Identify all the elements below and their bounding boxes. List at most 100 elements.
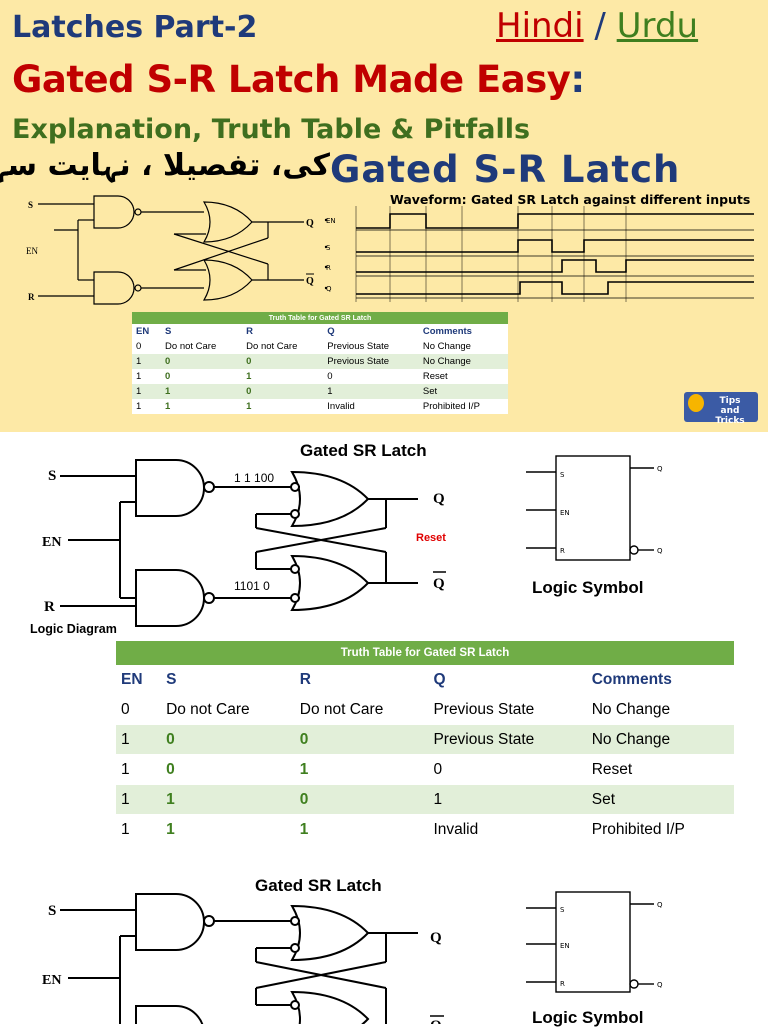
table-cell: 1: [294, 814, 429, 845]
banner-cell: Previous State: [323, 354, 419, 369]
urdu-description: کی، تفصیلا ، نہایت سہل، اور آ: [0, 148, 330, 183]
r-input-label: R: [44, 599, 55, 615]
s2-sym-q-label: Q: [657, 901, 663, 909]
banner-cell: 0: [242, 384, 324, 399]
table-cell: Previous State: [428, 724, 587, 755]
mini-r-label: R: [28, 292, 35, 302]
waveform-chart: EN S R Q: [324, 206, 754, 302]
s-input-label: S: [48, 468, 56, 484]
language-links: Hindi / Urdu: [496, 6, 698, 46]
s2-input-label: S: [48, 903, 56, 919]
banner-col-r: R: [246, 326, 254, 337]
banner-cell: Invalid: [327, 401, 355, 412]
banner-cell: Set: [418, 384, 508, 399]
main-title: Gated S-R Latch Made Easy:: [12, 58, 585, 101]
section2-title: Gated SR Latch: [255, 876, 382, 895]
truth-table-caption: Truth Table for Gated SR Latch: [116, 641, 734, 665]
hindi-link[interactable]: Hindi: [496, 6, 584, 46]
table-cell: 1: [428, 784, 587, 815]
banner-cell: Do not Care: [246, 341, 298, 352]
banner-cell: 1: [132, 354, 162, 369]
section1-title: Gated SR Latch: [300, 441, 427, 460]
main-title-colon: :: [570, 58, 585, 101]
s2-logic-symbol-caption: Logic Symbol: [532, 1008, 644, 1027]
table-cell: Do not Care: [294, 694, 429, 725]
banner-cell: Previous State: [327, 341, 390, 352]
banner-col-en: EN: [136, 326, 150, 337]
en-input-label: EN: [42, 535, 61, 550]
section2-logic-diagram: S EN Q Q: [42, 893, 444, 1024]
table-cell: Prohibited I/P: [586, 814, 734, 845]
table-cell: 1: [116, 814, 162, 845]
table-cell: 0: [294, 784, 429, 815]
section1-logic-symbol: S EN R Q Q: [526, 455, 663, 561]
table-cell: 0: [161, 754, 295, 785]
banner-cell: 1: [136, 371, 142, 382]
mini-en-label: EN: [26, 246, 38, 256]
banner-truth-table: Truth Table for Gated SR Latch EN S R Q …: [132, 312, 508, 414]
banner-cell: 1: [132, 384, 162, 399]
table-cell: No Change: [586, 724, 734, 755]
banner-cell: Prohibited I/P: [422, 401, 480, 412]
banner-table-caption: Truth Table for Gated SR Latch: [132, 312, 508, 324]
main-title-text: Gated S-R Latch Made Easy: [12, 58, 571, 101]
table-cell: 0: [428, 754, 587, 785]
banner-cell: 0: [161, 354, 243, 369]
truth-table-header: EN S R Q Comments: [116, 665, 734, 695]
urdu-link[interactable]: Urdu: [616, 6, 699, 46]
s2-qbar-output-label: Q: [430, 1018, 442, 1024]
s2-sym-r-label: R: [560, 980, 565, 988]
banner-col-comments: Comments: [422, 326, 472, 337]
badge-text: Tips and Tricks: [715, 396, 745, 426]
section1-logic-diagram: S EN R 1 1 100 1101 0 Q Q Reset: [42, 459, 446, 627]
banner-cell: 1: [323, 384, 419, 399]
top-wire-bits: 1 1 100: [234, 471, 274, 485]
table-cell: Previous State: [428, 694, 587, 725]
qbar-output-label: Q: [433, 576, 445, 592]
banner-col-q: Q: [327, 326, 335, 337]
s2-en-input-label: EN: [42, 973, 61, 988]
banner-cell: 1: [246, 371, 252, 382]
col-header-r: R: [294, 665, 429, 695]
banner-cell: 1: [246, 401, 252, 412]
banner-cell: Reset: [422, 371, 448, 382]
banner-cell: 0: [165, 371, 171, 382]
latch-status-label: Reset: [416, 532, 446, 544]
banner-cell: No Change: [418, 354, 508, 369]
q-output-label: Q: [433, 491, 445, 507]
truth-table: Truth Table for Gated SR Latch EN S R Q …: [116, 641, 734, 845]
sym-s-label: S: [560, 471, 565, 479]
table-cell: 0: [161, 724, 295, 755]
series-title: Latches Part-2: [12, 10, 258, 45]
logic-diagram-caption: Logic Diagram: [30, 622, 117, 636]
banner-cell: No Change: [422, 341, 471, 352]
wave-label-q: Q: [326, 285, 332, 293]
waveform-title: Waveform: Gated SR Latch against differe…: [390, 192, 751, 207]
s2-sym-s-label: S: [560, 906, 565, 914]
banner-table-header: EN S R Q Comments: [132, 324, 508, 339]
banner-cell: 1: [165, 401, 171, 412]
table-cell: No Change: [586, 694, 734, 725]
table-cell: 1: [116, 784, 162, 815]
lightbulb-icon: [688, 394, 704, 412]
table-cell: Do not Care: [161, 694, 295, 725]
banner-table-row: 1 0 1 0 Reset: [132, 369, 508, 384]
sym-en-label: EN: [560, 509, 570, 517]
banner-cell: 0: [327, 371, 333, 382]
table-cell: 1: [294, 754, 429, 785]
mini-qbar-label: Q: [306, 276, 314, 287]
s2-sym-en-label: EN: [560, 942, 570, 950]
banner-col-s: S: [165, 326, 172, 337]
table-cell: 1: [116, 754, 162, 785]
table-cell: 1: [161, 814, 295, 845]
col-header-en: EN: [116, 665, 162, 695]
mini-logic-diagram: S EN R Q Q: [24, 190, 354, 310]
wave-label-s: S: [326, 244, 331, 252]
